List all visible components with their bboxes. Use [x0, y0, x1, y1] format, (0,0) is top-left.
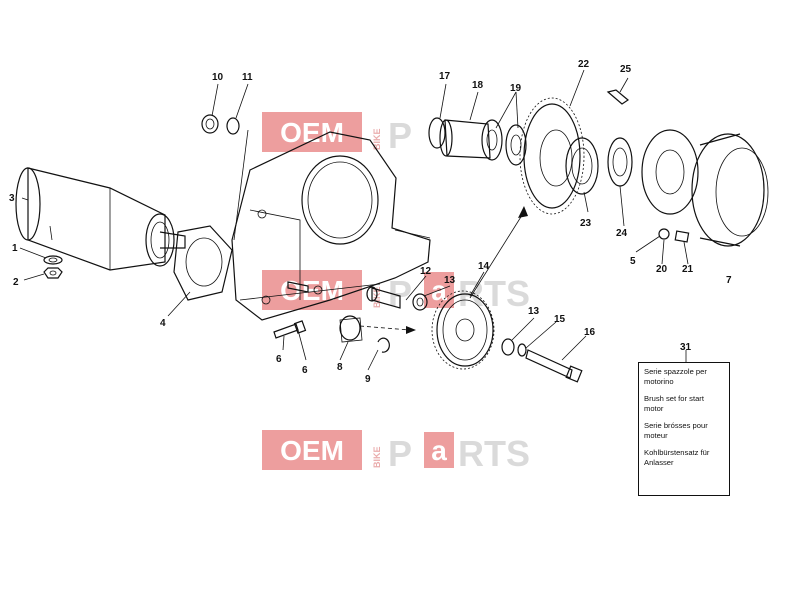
hub-part-5 [641, 129, 699, 215]
svg-text:OEM: OEM [280, 275, 344, 306]
oring-part-17 [428, 117, 446, 149]
gear-part-22 [519, 97, 585, 215]
screw-part-21 [674, 230, 690, 243]
callout-7: 7 [726, 275, 732, 286]
plug-part-10 [201, 114, 219, 134]
legend-line-french: Serie brósses pour moteur [644, 421, 708, 440]
bearing-part-19 [481, 119, 527, 166]
leader-lines [19, 69, 689, 371]
washer-part-15 [517, 343, 527, 357]
callout-20: 20 [656, 264, 668, 275]
callout-21: 21 [682, 264, 694, 275]
bolt-part-16 [525, 349, 583, 383]
oring-part-11 [226, 117, 240, 135]
callout-2: 2 [13, 277, 19, 288]
callout-25: 25 [620, 64, 632, 75]
svg-text:OEM: OEM [280, 435, 344, 466]
svg-text:BIKE: BIKE [372, 446, 382, 468]
circlip-part-9 [377, 337, 390, 353]
svg-text:P: P [388, 115, 412, 156]
callout-12: 12 [420, 266, 432, 277]
bearing-part-24 [607, 137, 633, 187]
callout-13a: 13 [444, 275, 456, 286]
callout-22: 22 [578, 59, 590, 70]
callout-9: 9 [365, 374, 371, 385]
legend-line-german: Kohlbürstensatz für Anlasser [644, 448, 710, 467]
callout-17: 17 [439, 71, 451, 82]
callout-15: 15 [554, 314, 566, 325]
washer-part-13a [412, 293, 428, 311]
callout-10: 10 [212, 72, 224, 83]
svg-text:a: a [431, 435, 447, 466]
washer-part-1 [43, 255, 63, 265]
callout-31: 31 [680, 342, 692, 353]
svg-text:RTS: RTS [458, 433, 530, 474]
washer-part-13b [501, 338, 515, 356]
callout-6a: 6 [276, 354, 282, 365]
callout-1: 1 [12, 243, 18, 254]
gasket-part-4 [173, 225, 233, 301]
gear-part-8 [339, 315, 363, 343]
svg-text:RTS: RTS [458, 273, 530, 314]
gear-part-14 [431, 290, 495, 370]
legend-line-english: Brush set for start motor [644, 394, 704, 413]
callout-labels: 1 2 3 4 5 6 6 7 8 9 10 11 12 13 13 14 15… [9, 59, 732, 385]
callout-14: 14 [478, 261, 490, 272]
screw-part-6a [273, 320, 307, 339]
callout-23: 23 [580, 218, 592, 229]
watermark-bottom: OEM BIKE P a RTS [262, 430, 530, 474]
callout-4: 4 [160, 318, 166, 329]
callout-11: 11 [242, 72, 253, 83]
callout-24: 24 [616, 228, 628, 239]
legend-line-italian: Serie spazzole per motorino [644, 367, 707, 386]
callout-6b: 6 [302, 365, 308, 376]
callout-13b: 13 [528, 306, 540, 317]
svg-text:BIKE: BIKE [372, 128, 382, 150]
callout-19: 19 [510, 83, 522, 94]
flywheel-part-7 [691, 133, 769, 247]
nut-part-2 [43, 267, 63, 279]
screw-part-25 [606, 89, 630, 105]
callout-16: 16 [584, 327, 596, 338]
svg-text:P: P [388, 433, 412, 474]
washer-part-20 [658, 228, 670, 240]
legend-box: Serie spazzole per motorino Brush set fo… [638, 362, 730, 496]
callout-5: 5 [630, 256, 636, 267]
starter-motor [15, 167, 186, 271]
shaft-part-12 [366, 286, 401, 309]
callout-18: 18 [472, 80, 484, 91]
shaft-part-18 [439, 119, 491, 159]
callout-3: 3 [9, 193, 15, 204]
crankcase-cover [231, 131, 431, 321]
freewheel-part-23 [565, 137, 599, 195]
callout-8: 8 [337, 362, 343, 373]
